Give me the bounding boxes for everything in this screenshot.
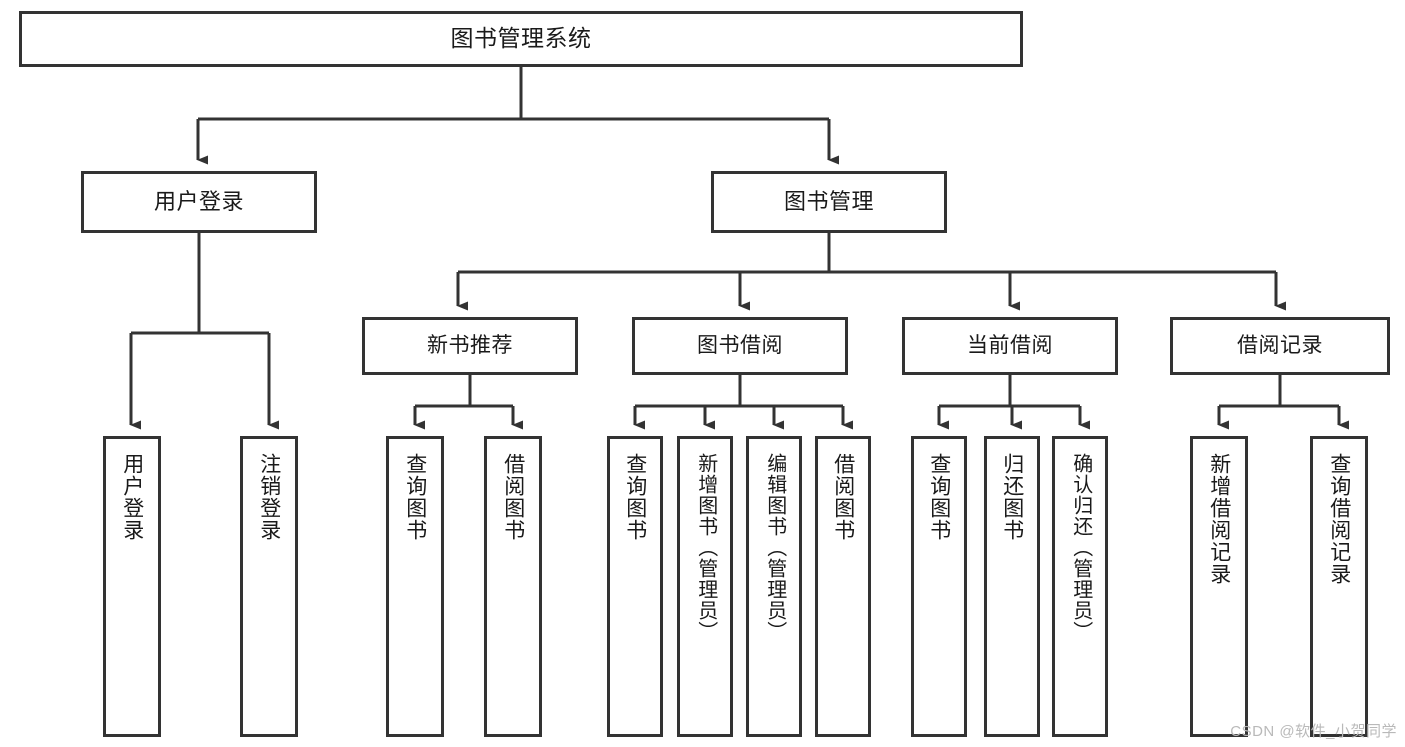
node-leaf-borrow-book-2[interactable]: 借阅图书 xyxy=(815,436,871,737)
node-new-book-recommend-label: 新书推荐 xyxy=(427,334,513,358)
node-leaf-query-book-3[interactable]: 查询图书 xyxy=(911,436,967,737)
node-leaf-user-logout[interactable]: 注销登录 xyxy=(240,436,298,737)
node-leaf-user-logout-label: 注销登录 xyxy=(257,453,281,541)
node-borrow-record[interactable]: 借阅记录 xyxy=(1170,317,1390,375)
node-leaf-borrow-book-2-label: 借阅图书 xyxy=(831,453,855,541)
node-leaf-borrow-book-1-label: 借阅图书 xyxy=(501,453,525,541)
node-book-manage[interactable]: 图书管理 xyxy=(711,171,947,233)
node-leaf-edit-book-label: 编辑图书（管理员） xyxy=(763,453,786,642)
node-leaf-confirm-return[interactable]: 确认归还（管理员） xyxy=(1052,436,1108,737)
node-new-book-recommend[interactable]: 新书推荐 xyxy=(362,317,578,375)
node-user-login-label: 用户登录 xyxy=(153,188,244,214)
node-leaf-query-book-3-label: 查询图书 xyxy=(927,453,951,541)
node-leaf-user-login[interactable]: 用户登录 xyxy=(103,436,161,737)
node-book-borrow[interactable]: 图书借阅 xyxy=(632,317,848,375)
node-leaf-query-record[interactable]: 查询借阅记录 xyxy=(1310,436,1368,737)
node-leaf-query-book-2-label: 查询图书 xyxy=(623,453,647,541)
node-current-borrow-label: 当前借阅 xyxy=(967,334,1053,358)
node-leaf-query-book-1-label: 查询图书 xyxy=(403,453,427,541)
node-leaf-add-book-label: 新增图书（管理员） xyxy=(694,453,717,642)
node-leaf-confirm-return-label: 确认归还（管理员） xyxy=(1069,453,1092,642)
node-leaf-return-book-label: 归还图书 xyxy=(1000,453,1024,541)
node-book-borrow-label: 图书借阅 xyxy=(697,334,783,358)
node-current-borrow[interactable]: 当前借阅 xyxy=(902,317,1118,375)
node-leaf-query-record-label: 查询借阅记录 xyxy=(1327,453,1351,585)
node-leaf-query-book-2[interactable]: 查询图书 xyxy=(607,436,663,737)
node-root[interactable]: 图书管理系统 xyxy=(19,11,1023,67)
node-leaf-add-record-label: 新增借阅记录 xyxy=(1207,453,1231,585)
watermark-text: CSDN @软件_小贺同学 xyxy=(1230,723,1397,740)
node-leaf-borrow-book-1[interactable]: 借阅图书 xyxy=(484,436,542,737)
node-root-label: 图书管理系统 xyxy=(450,25,592,52)
node-leaf-return-book[interactable]: 归还图书 xyxy=(984,436,1040,737)
node-leaf-edit-book[interactable]: 编辑图书（管理员） xyxy=(746,436,802,737)
node-leaf-user-login-label: 用户登录 xyxy=(120,453,144,541)
node-leaf-add-record[interactable]: 新增借阅记录 xyxy=(1190,436,1248,737)
node-leaf-add-book[interactable]: 新增图书（管理员） xyxy=(677,436,733,737)
connector-lines xyxy=(129,67,1349,430)
node-user-login[interactable]: 用户登录 xyxy=(81,171,317,233)
node-leaf-query-book-1[interactable]: 查询图书 xyxy=(386,436,444,737)
node-borrow-record-label: 借阅记录 xyxy=(1237,334,1323,358)
node-book-manage-label: 图书管理 xyxy=(783,188,874,214)
